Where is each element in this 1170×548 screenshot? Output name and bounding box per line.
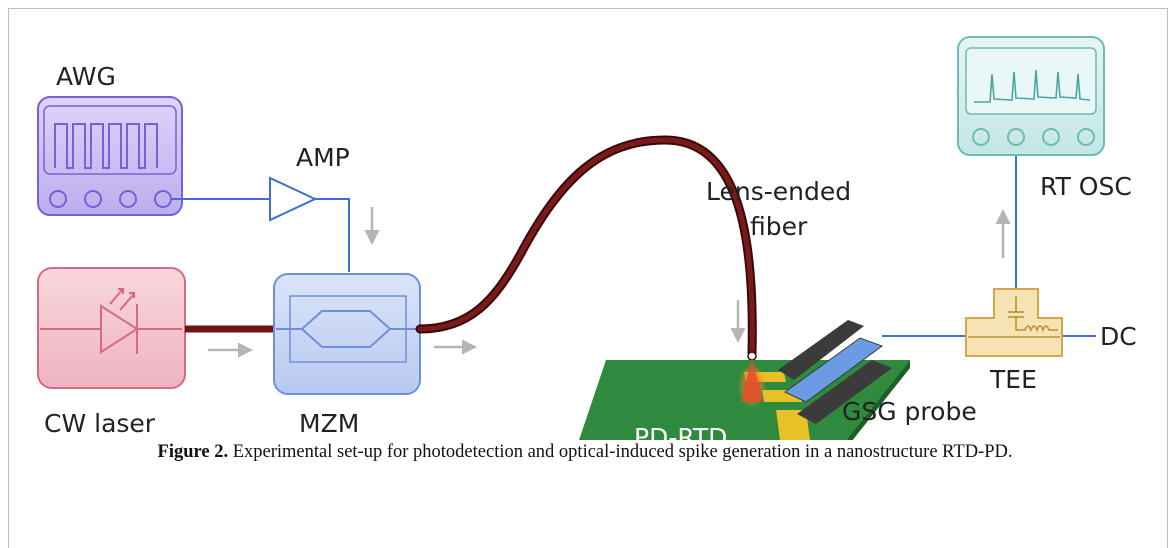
figure-frame — [8, 8, 1168, 548]
bias-tee-icon — [968, 296, 1060, 338]
rt-oscilloscope — [957, 36, 1105, 156]
square-wave-icon — [54, 123, 158, 169]
chip-pad — [776, 410, 810, 440]
pd-rtd-label: PD-RTD — [634, 423, 727, 440]
setup-diagram: AWG AMP CW laser MZM Lens-ended fiber — [37, 36, 1137, 440]
gsg-probe-label: GSG probe — [842, 397, 977, 426]
mzm-modulator — [273, 273, 421, 395]
cw-laser-label: CW laser — [44, 409, 156, 438]
laser-diode-icon — [40, 288, 182, 354]
lens-fiber-label-line1: Lens-ended — [706, 177, 851, 206]
gsg-probe — [778, 320, 892, 424]
mzm-label: MZM — [299, 409, 359, 438]
lens-fiber-label-line2: fiber — [750, 212, 808, 241]
cw-laser-instrument — [37, 267, 186, 389]
rt-osc-label: RT OSC — [1040, 172, 1132, 201]
awg-instrument — [37, 96, 183, 216]
bias-tee — [965, 288, 1063, 357]
amp-to-mzm-wire — [315, 198, 350, 272]
caption-text: Experimental set-up for photodetection a… — [228, 442, 1013, 462]
amp-label: AMP — [296, 143, 350, 172]
spike-trace-icon — [974, 69, 1091, 103]
dc-label: DC — [1100, 322, 1137, 351]
amplifier-icon — [269, 176, 318, 222]
tee-label: TEE — [989, 365, 1037, 394]
awg-label: AWG — [56, 62, 116, 91]
lens-ended-fiber — [415, 135, 757, 358]
mach-zehnder-icon — [276, 310, 418, 348]
figure-caption: Figure 2. Experimental set-up for photod… — [0, 442, 1170, 463]
figure-number: Figure 2. — [157, 442, 229, 462]
